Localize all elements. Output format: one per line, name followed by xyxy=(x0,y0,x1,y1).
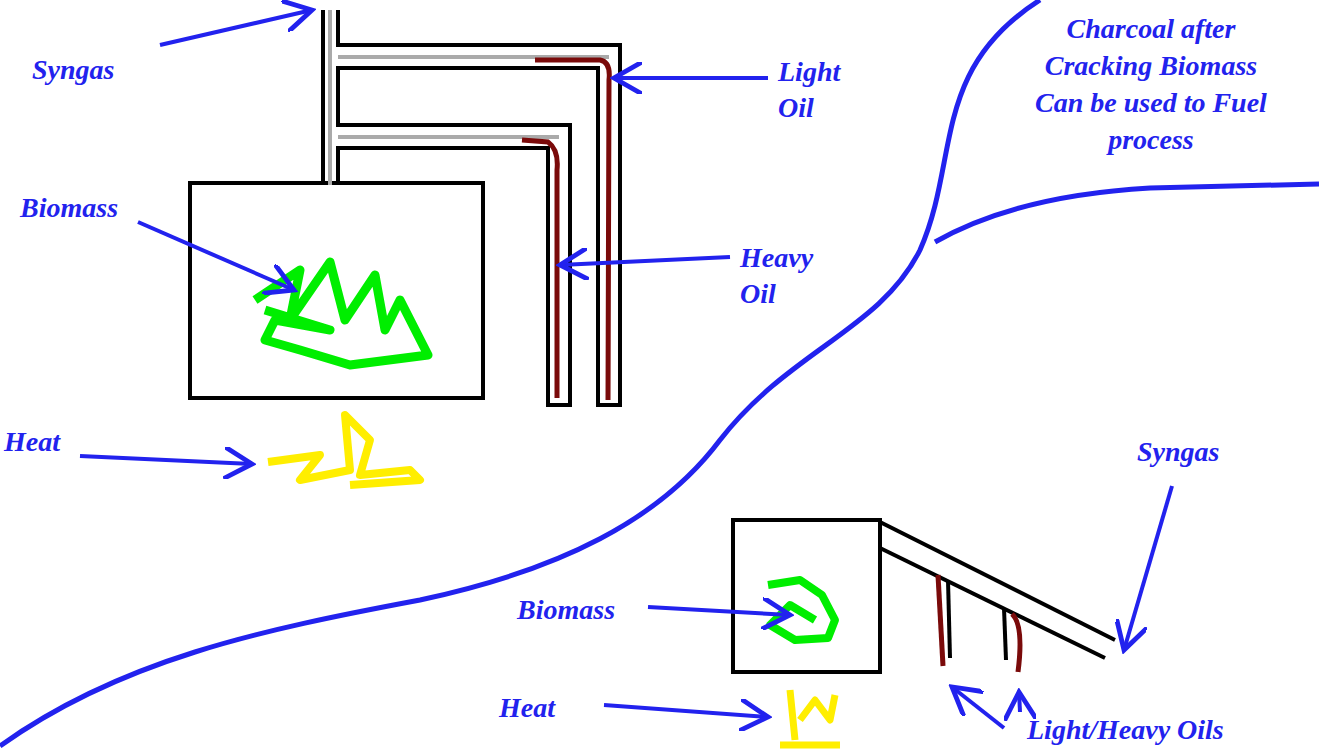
heat-label: Heat xyxy=(4,424,60,460)
oil-flow xyxy=(938,575,1020,672)
retort-box xyxy=(190,183,483,398)
leader-arrows xyxy=(80,10,1172,728)
product-label: Light/Heavy Oils xyxy=(1027,712,1224,748)
condenser-pipe xyxy=(880,522,1115,660)
divider-branch xyxy=(935,184,1319,242)
product-label: Light Oil xyxy=(778,54,858,126)
heat-scribble xyxy=(780,690,840,745)
note-text: Charcoal after Cracking Biomass Can be u… xyxy=(1026,10,1276,158)
feed-label: Biomass xyxy=(517,592,615,628)
syngas-flow xyxy=(330,10,609,185)
heat-label: Heat xyxy=(499,690,555,726)
retort-box xyxy=(733,520,880,672)
oil-flow xyxy=(522,60,609,400)
product-label: Heavy Oil xyxy=(740,240,830,312)
flow-label: Syngas xyxy=(1137,434,1219,470)
divider-curve xyxy=(0,0,1040,746)
biomass-scribble xyxy=(768,580,835,640)
condenser-pipes xyxy=(323,10,620,405)
feed-label: Biomass xyxy=(20,190,118,226)
heat-scribble xyxy=(268,415,420,485)
biomass-scribble xyxy=(255,262,428,365)
flow-label: Syngas xyxy=(32,52,114,88)
